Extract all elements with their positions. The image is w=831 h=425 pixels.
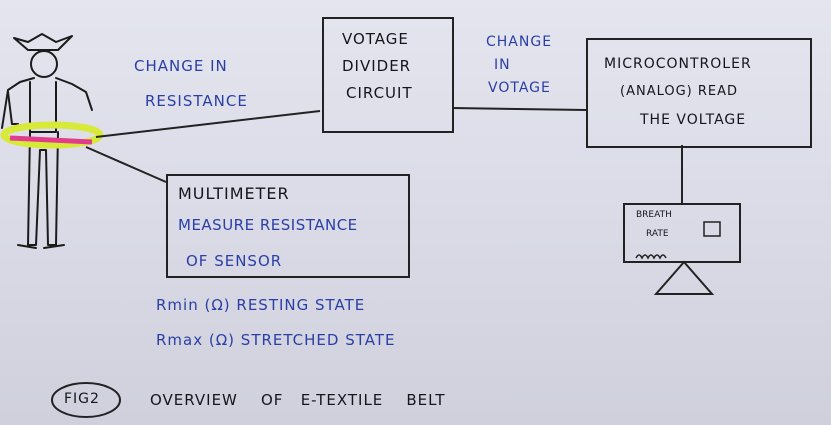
person-figure [1, 33, 93, 249]
breath-monitor-screen [623, 203, 741, 263]
multimeter-line-2: OF SENSOR [186, 252, 283, 270]
multimeter-box [166, 174, 410, 278]
monitor-breath-label: BREATH [636, 210, 672, 220]
rmin-label: Rmin (Ω) RESTING STATE [156, 296, 366, 314]
rmax-label: Rmax (Ω) STRETCHED STATE [156, 331, 396, 349]
micro-line-3: THE VOLTAGE [640, 112, 747, 128]
belt-to-divider-line [95, 110, 321, 138]
multimeter-line-1: MEASURE RESISTANCE [178, 216, 358, 234]
micro-line-2: (ANALOG) READ [620, 84, 739, 99]
micro-line-1: MICROCONTROLER [604, 56, 752, 72]
change-in-resistance-label: CHANGE IN [134, 57, 228, 75]
figure-caption: OVERVIEW OF E-TEXTILE BELT [150, 391, 446, 409]
divider-line-2: DIVIDER [342, 57, 412, 75]
change-in-voltage-label-2: IN [494, 57, 511, 73]
figure-label: FIG2 [64, 391, 100, 407]
voltage-divider-box [322, 17, 454, 133]
breath-wave-icon [635, 254, 667, 260]
monitor-button-icon [703, 221, 721, 237]
change-in-voltage-label-3: VOTAGE [488, 80, 551, 96]
figure-label-circle [51, 382, 121, 418]
change-in-resistance-label-2: RESISTANCE [145, 92, 248, 110]
monitor-stand [653, 260, 715, 295]
microcontroller-box [586, 38, 812, 148]
belt-sensor [9, 135, 93, 145]
belt-to-multimeter-line [85, 146, 167, 183]
divider-line-3: CIRCUIT [346, 84, 413, 102]
multimeter-title: MULTIMETER [178, 184, 290, 203]
change-in-voltage-label-1: CHANGE [486, 34, 553, 50]
monitor-rate-label: RATE [646, 229, 669, 239]
divider-line-1: VOTAGE [342, 30, 409, 48]
e-textile-belt [0, 121, 104, 149]
divider-to-micro-line [451, 107, 587, 111]
